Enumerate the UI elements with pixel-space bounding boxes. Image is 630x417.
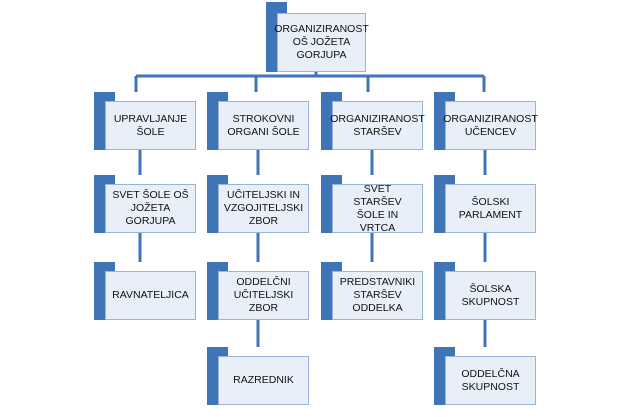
col4-item2-label: ŠOLSKA SKUPNOST [461, 282, 520, 308]
col2-item3-card: RAZREDNIK [218, 356, 309, 405]
col4-item1-node: ŠOLSKI PARLAMENT [434, 175, 536, 233]
col2-item2-card: ODDELČNI UČITELJSKI ZBOR [218, 271, 309, 320]
col2-item2-node: ODDELČNI UČITELJSKI ZBOR [207, 262, 309, 320]
col2-item1-card: UČITELJSKI IN VZGOJITELJSKI ZBOR [218, 184, 309, 233]
col2-item2-label: ODDELČNI UČITELJSKI ZBOR [233, 276, 294, 314]
col4-header-node: ORGANIZIRANOST UČENCEV [434, 92, 538, 150]
col3-item1-node: SVET STARŠEV ŠOLE IN VRTCA [321, 175, 423, 234]
col4-item2-node: ŠOLSKA SKUPNOST [434, 262, 536, 320]
col2-header-label: STROKOVNI ORGANI ŠOLE [227, 112, 300, 138]
col1-item1-label: SVET ŠOLE OŠ JOŽETA GORJUPA [112, 189, 189, 227]
root-node-card: ORGANIZIRANOST OŠ JOŽETA GORJUPA [274, 13, 369, 72]
col4-item3-node: ODDELČNA SKUPNOST [434, 347, 536, 405]
col3-item2-label: PREDSTAVNIKI STARŠEV ODDELKA [339, 276, 416, 314]
col1-item2-label: RAVNATELJICA [112, 289, 189, 301]
col4-item1-card: ŠOLSKI PARLAMENT [445, 184, 536, 233]
root-node: ORGANIZIRANOST OŠ JOŽETA GORJUPA [266, 2, 369, 72]
col2-header-node: STROKOVNI ORGANI ŠOLE [207, 92, 309, 150]
col3-header-node: ORGANIZIRANOST STARŠEV [321, 92, 425, 150]
col3-item2-node: PREDSTAVNIKI STARŠEV ODDELKA [321, 262, 423, 320]
col4-item1-label: ŠOLSKI PARLAMENT [458, 195, 523, 221]
col2-header-card: STROKOVNI ORGANI ŠOLE [218, 101, 309, 150]
col2-item3-node: RAZREDNIK [207, 347, 309, 405]
col4-item3-label: ODDELČNA SKUPNOST [461, 367, 520, 393]
col3-item1-label: SVET STARŠEV ŠOLE IN VRTCA [353, 182, 402, 234]
col4-item2-card: ŠOLSKA SKUPNOST [445, 271, 536, 320]
col2-item3-label: RAZREDNIK [233, 374, 294, 386]
col1-item1-card: SVET ŠOLE OŠ JOŽETA GORJUPA [105, 184, 196, 233]
col1-header-card: UPRAVLJANJE ŠOLE [105, 101, 196, 150]
root-node-label: ORGANIZIRANOST OŠ JOŽETA GORJUPA [274, 23, 369, 61]
col4-header-label: ORGANIZIRANOST UČENCEV [443, 112, 538, 138]
col1-item1-node: SVET ŠOLE OŠ JOŽETA GORJUPA [94, 175, 196, 233]
col3-item1-card: SVET STARŠEV ŠOLE IN VRTCA [332, 182, 423, 234]
col2-item1-label: UČITELJSKI IN VZGOJITELJSKI ZBOR [223, 189, 304, 227]
col1-header-node: UPRAVLJANJE ŠOLE [94, 92, 196, 150]
col1-header-label: UPRAVLJANJE ŠOLE [113, 112, 188, 138]
col2-item1-node: UČITELJSKI IN VZGOJITELJSKI ZBOR [207, 175, 309, 233]
col4-header-card: ORGANIZIRANOST UČENCEV [443, 101, 538, 150]
col3-header-label: ORGANIZIRANOST STARŠEV [330, 112, 425, 138]
col1-item2-card: RAVNATELJICA [105, 271, 196, 320]
col1-item2-node: RAVNATELJICA [94, 262, 196, 320]
col3-item2-card: PREDSTAVNIKI STARŠEV ODDELKA [332, 271, 423, 320]
col4-item3-card: ODDELČNA SKUPNOST [445, 356, 536, 405]
col3-header-card: ORGANIZIRANOST STARŠEV [330, 101, 425, 150]
